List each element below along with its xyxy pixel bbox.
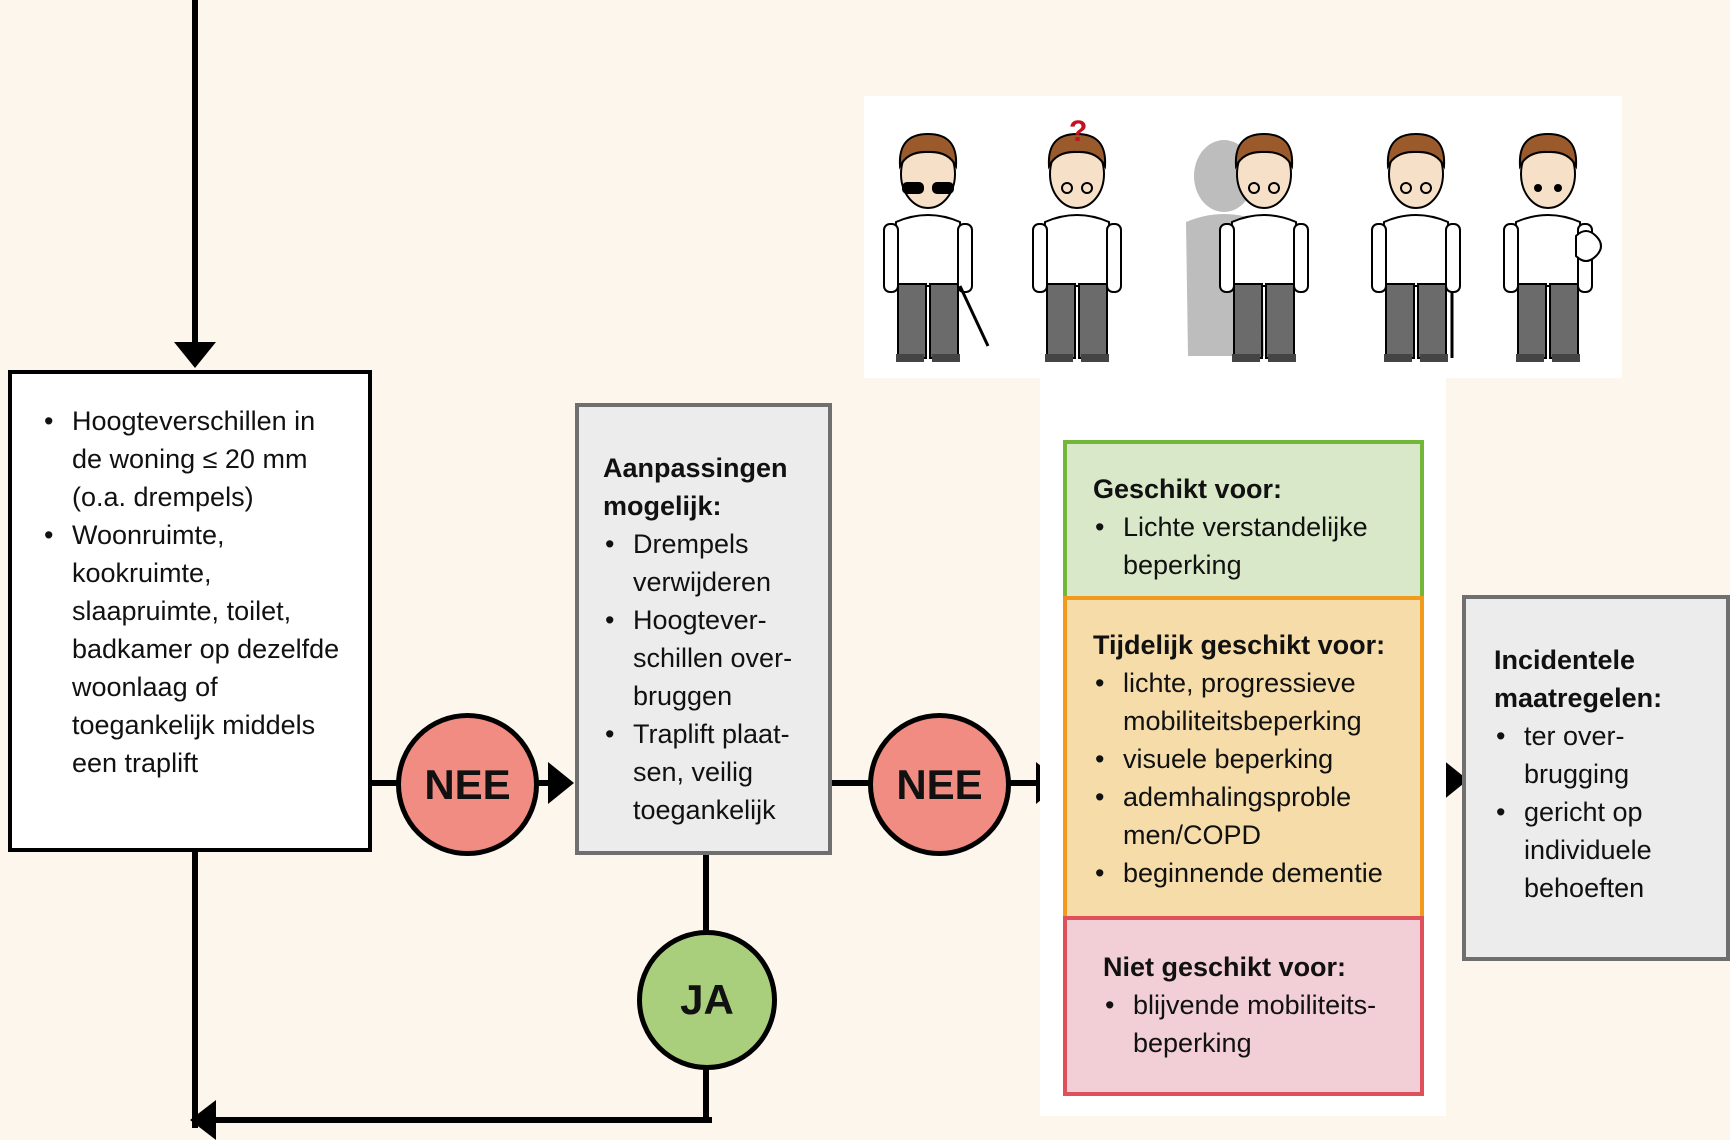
incidental-measures-title: Incidentele maatregelen: xyxy=(1494,645,1663,713)
adjustments-item: Drempels verwijderen xyxy=(603,525,816,601)
incidental-measures-list: ter over-brugging gericht op individuele… xyxy=(1494,717,1716,907)
top-incoming-line xyxy=(192,0,198,346)
person-confused-icon: ? xyxy=(1032,115,1122,363)
criteria-box: Hoogteverschillen in de woning ≤ 20 mm (… xyxy=(8,370,372,852)
nee1-to-box2-line xyxy=(535,780,552,786)
nee-circle: NEE xyxy=(396,713,539,856)
arrow-right-icon xyxy=(548,762,574,804)
temporary-suitable-item: ademhalingsproble men/COPD xyxy=(1093,778,1412,854)
person-breathing-problem-icon xyxy=(1503,133,1602,363)
not-suitable-item: blijvende mobiliteits-beperking xyxy=(1103,986,1410,1062)
not-suitable-title: Niet geschikt voor: xyxy=(1103,952,1347,982)
temporary-suitable-title: Tijdelijk geschikt voor: xyxy=(1093,630,1386,660)
arrow-down-icon xyxy=(174,342,216,368)
temporary-suitable-box: Tijdelijk geschikt voor: lichte, progres… xyxy=(1063,596,1424,920)
left-bottom-line xyxy=(192,850,198,1128)
adjustments-item: Hoogtever-schillen over-bruggen xyxy=(603,601,816,715)
nee2-to-panel-line xyxy=(1007,780,1042,786)
svg-text:?: ? xyxy=(1069,115,1087,148)
suitable-item: Lichte verstandelijke beperking xyxy=(1093,508,1410,584)
suitable-title: Geschikt voor: xyxy=(1093,474,1283,504)
not-suitable-box: Niet geschikt voor: blijvende mobiliteit… xyxy=(1063,916,1424,1096)
incidental-measures-item: gericht op individuele behoeften xyxy=(1494,793,1694,907)
person-with-companion-icon xyxy=(1186,133,1309,363)
criteria-item: Hoogteverschillen in de woning ≤ 20 mm (… xyxy=(42,402,322,516)
figures-illustration: ? xyxy=(883,115,1602,363)
arrow-right-icon xyxy=(1442,759,1468,801)
temporary-suitable-list: lichte, progressieve mobiliteitsbeperkin… xyxy=(1093,664,1412,892)
box2-to-nee2-line xyxy=(831,780,871,786)
suitable-box: Geschikt voor: Lichte verstandelijke bep… xyxy=(1063,440,1424,600)
criteria-list: Hoogteverschillen in de woning ≤ 20 mm (… xyxy=(42,402,358,782)
ja-bottom-line xyxy=(192,1117,712,1123)
box1-to-nee1-line xyxy=(370,780,400,786)
adjustments-list: Drempels verwijderen Hoogtever-schillen … xyxy=(603,525,816,829)
suitable-list: Lichte verstandelijke beperking xyxy=(1093,508,1410,584)
nee-circle: NEE xyxy=(868,713,1011,856)
temporary-suitable-item: beginnende dementie xyxy=(1093,854,1412,892)
adjustments-title: Aanpassingen mogelijk: xyxy=(603,453,788,521)
arrow-left-icon xyxy=(190,1100,216,1140)
incidental-measures-box: Incidentele maatregelen: ter over-bruggi… xyxy=(1462,595,1730,961)
criteria-item: Woonruimte, kookruimte, slaapruimte, toi… xyxy=(42,516,352,782)
temporary-suitable-item: visuele beperking xyxy=(1093,740,1412,778)
ja-circle: JA xyxy=(637,930,777,1070)
box2-to-ja-line xyxy=(703,851,709,931)
person-with-cane-icon xyxy=(1371,133,1461,363)
person-blind-icon xyxy=(883,133,990,363)
adjustments-item: Traplift plaat-sen, veilig toegankelijk xyxy=(603,715,816,829)
incidental-measures-item: ter over-brugging xyxy=(1494,717,1674,793)
not-suitable-list: blijvende mobiliteits-beperking xyxy=(1103,986,1410,1062)
temporary-suitable-item: lichte, progressieve mobiliteitsbeperkin… xyxy=(1093,664,1412,740)
ja-down-line xyxy=(703,1060,709,1123)
adjustments-box: Aanpassingen mogelijk: Drempels verwijde… xyxy=(575,403,832,855)
